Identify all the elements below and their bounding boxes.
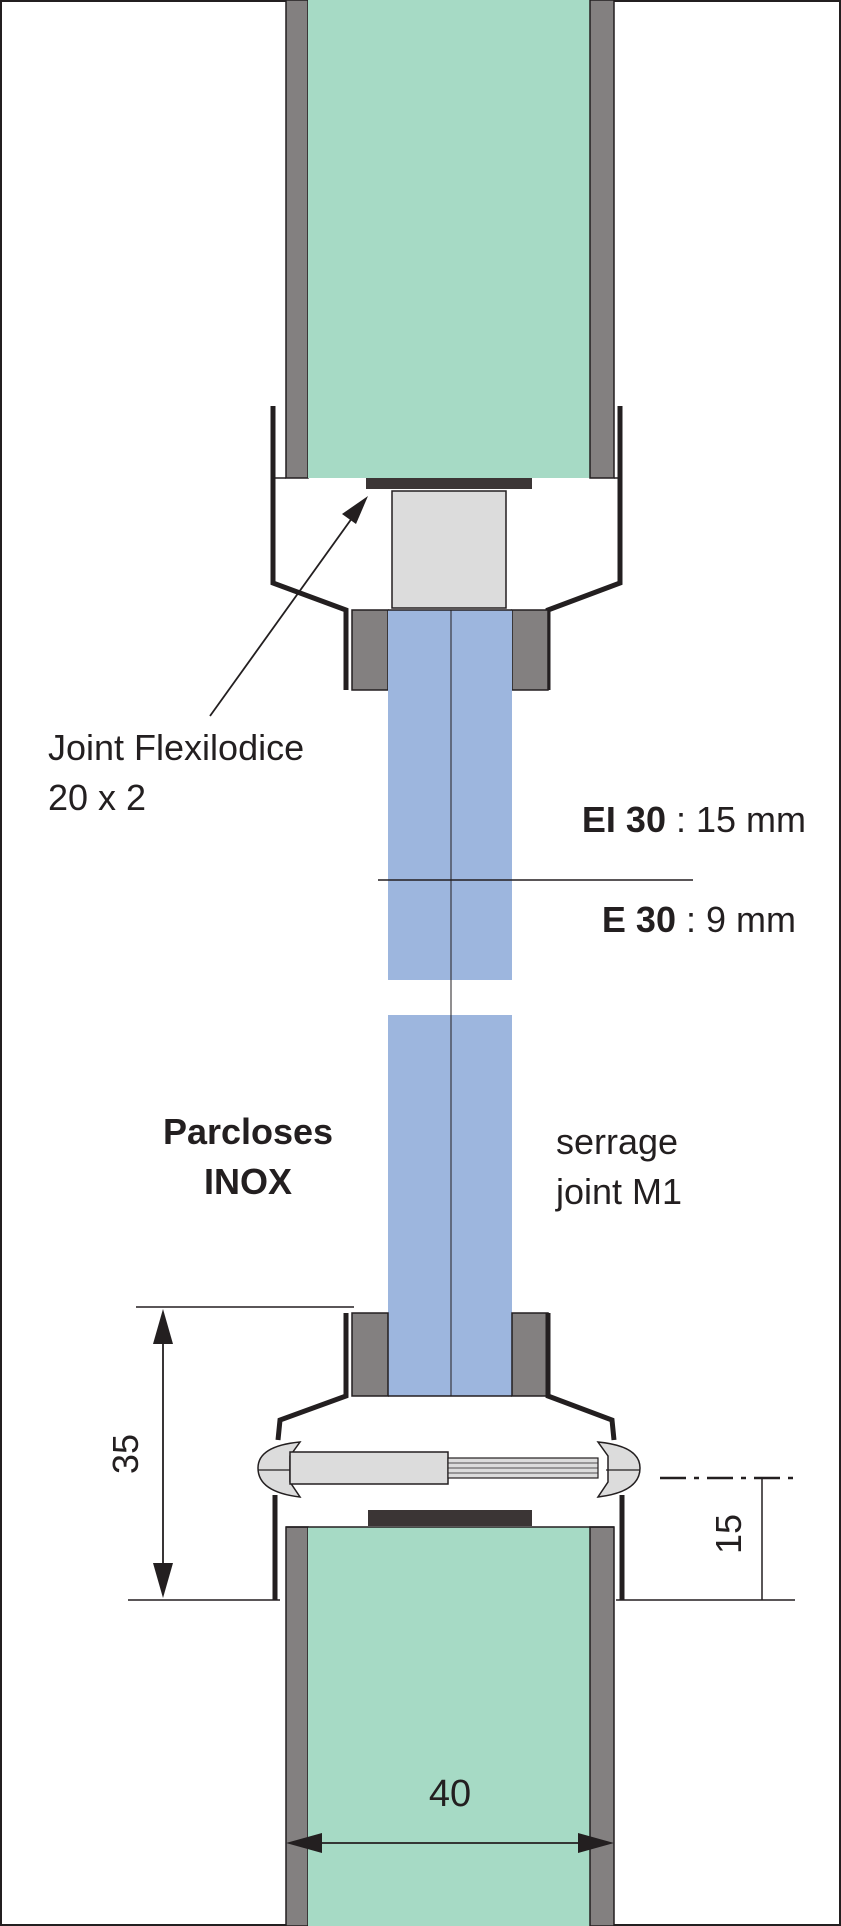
lower-right-bead-profile-top (545, 1313, 617, 1441)
lower-right-gasket (511, 1312, 549, 1397)
lower-left-gasket (351, 1312, 389, 1397)
dimension-40 (286, 1833, 614, 1853)
upper-partition (285, 0, 615, 479)
lower-core (308, 1527, 590, 1926)
glass-upper-section (388, 610, 512, 980)
e30-value: : 9 mm (676, 899, 796, 940)
dim40-left-arrow (286, 1833, 322, 1853)
serrage-label-line2: joint M1 (555, 1171, 682, 1212)
lower-left-facing (285, 1526, 309, 1926)
glass-lower-section (388, 1015, 512, 1396)
screw-sleeve (289, 1451, 449, 1485)
dim35-value: 35 (105, 1434, 146, 1474)
dimension-15 (616, 1478, 795, 1601)
glass-pane (388, 609, 512, 1397)
joint-leader-line (209, 499, 366, 717)
dimension-35 (128, 1306, 354, 1601)
lower-partition (285, 1526, 615, 1926)
parcloses-label-line1: Parcloses (163, 1111, 333, 1152)
upper-left-facing (285, 0, 309, 479)
serrage-label-line1: serrage (556, 1121, 678, 1162)
e30-bold: E 30 (602, 899, 676, 940)
joint-label-line1: Joint Flexilodice (48, 727, 304, 768)
lower-joint-strip (368, 1510, 532, 1526)
upper-left-bead-profile (270, 406, 349, 690)
joint-leader-arrowhead (342, 496, 368, 524)
dim40-right-arrow (578, 1833, 614, 1853)
ei30-bold: EI 30 (582, 799, 666, 840)
upper-right-gasket (511, 609, 549, 691)
lower-right-facing (589, 1526, 615, 1926)
lower-left-bead-profile-top (275, 1313, 349, 1441)
upper-joint-flexilodice (366, 478, 532, 489)
upper-right-facing (589, 0, 615, 479)
dim15-value: 15 (708, 1514, 749, 1554)
joint-label-line2: 20 x 2 (48, 777, 146, 818)
dim40-value: 40 (429, 1773, 471, 1815)
parcloses-label-line2: INOX (204, 1161, 292, 1202)
upper-core (308, 0, 590, 478)
clamping-screw (257, 1441, 641, 1498)
dim35-bottom-arrow (153, 1563, 173, 1598)
upper-left-gasket (351, 609, 389, 691)
e30-label: E 30 : 9 mm (602, 899, 796, 940)
dim35-top-arrow (153, 1309, 173, 1344)
ei30-label: EI 30 : 15 mm (582, 799, 806, 840)
upper-spacer-block (391, 490, 507, 609)
ei30-value: : 15 mm (666, 799, 806, 840)
